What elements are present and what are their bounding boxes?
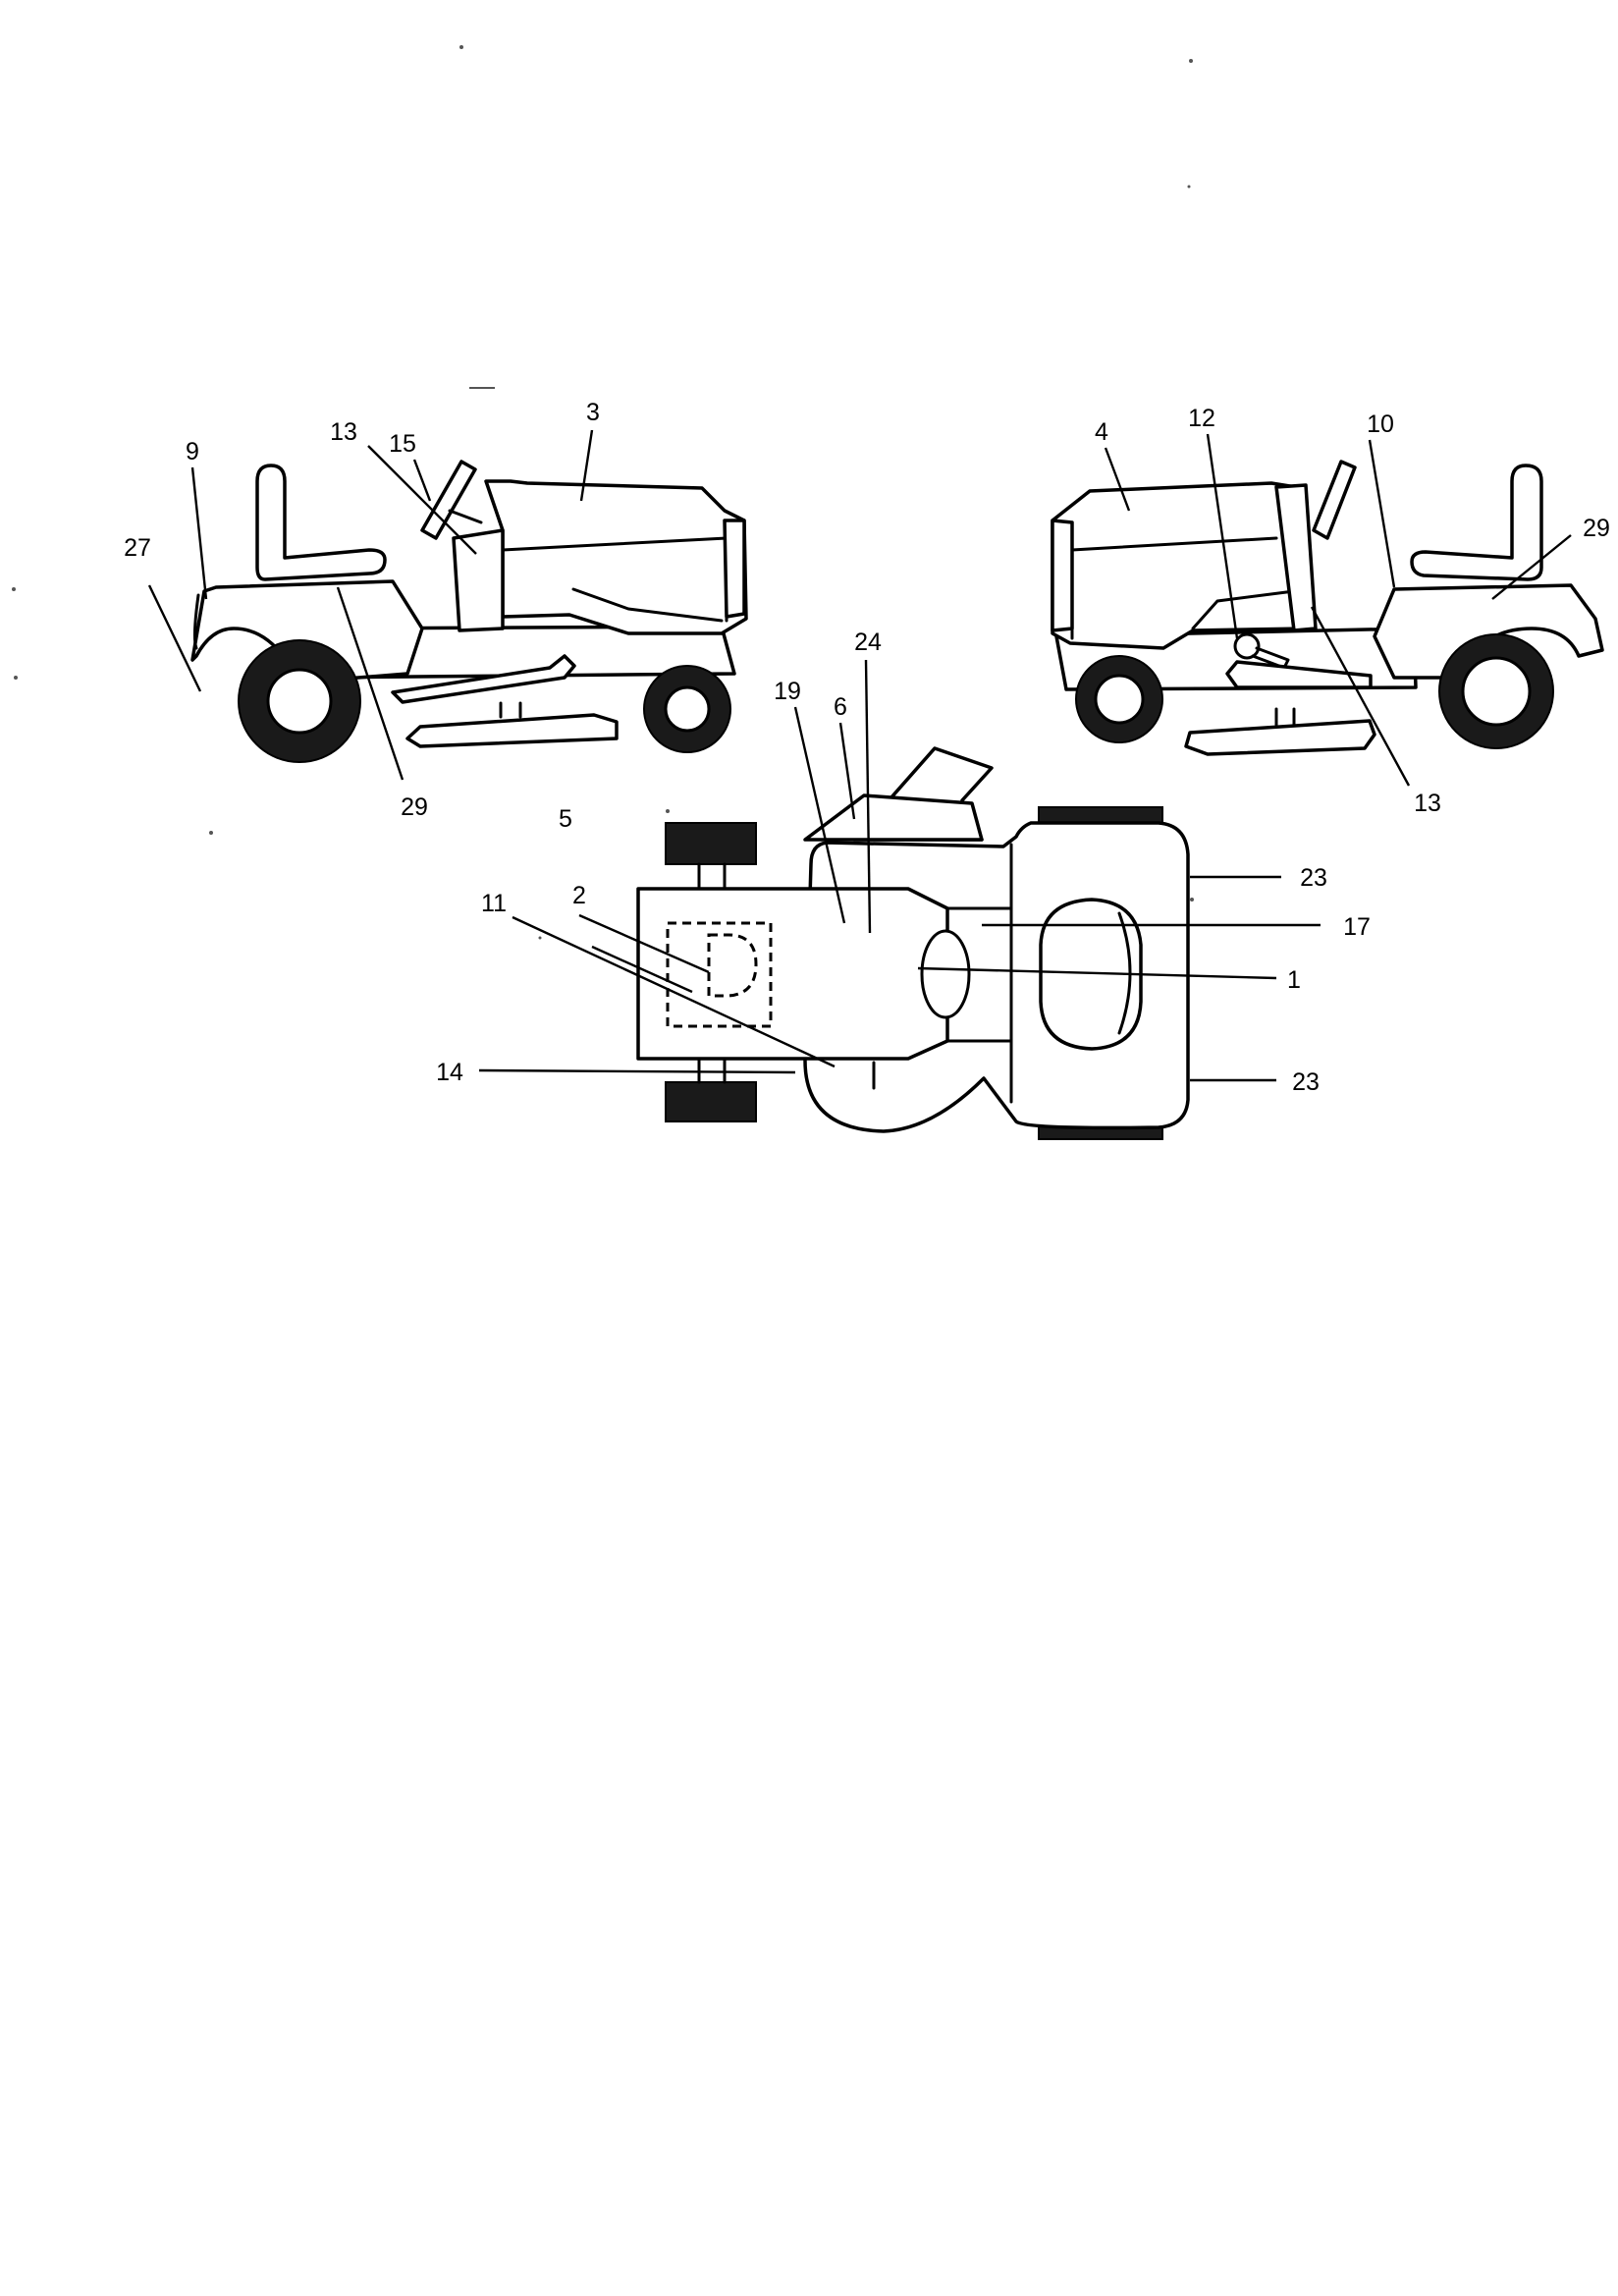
steering-top: [920, 929, 971, 1019]
footrest: [391, 654, 576, 704]
callout-2: 2: [572, 882, 586, 909]
callout-3: 3: [586, 399, 600, 426]
dash: [452, 528, 505, 632]
steering-wheel: [1312, 460, 1357, 540]
callout-23-bottom: 23: [1292, 1068, 1320, 1096]
mower-deck: [1184, 719, 1376, 756]
tractor-right-side-view: [1051, 460, 1604, 756]
hood: [484, 479, 748, 635]
tractor-left-side-view: [190, 460, 748, 763]
callout-1: 1: [1287, 966, 1301, 994]
callout-12: 12: [1188, 405, 1215, 432]
callout-5: 5: [559, 805, 572, 833]
rear-wheel-top: [1038, 806, 1163, 824]
callout-27: 27: [124, 534, 151, 562]
front-wheel-top: [665, 822, 757, 865]
callout-24: 24: [854, 629, 882, 656]
callout-14: 14: [436, 1059, 463, 1086]
callout-23: 23: [1300, 864, 1327, 892]
callout-13: 13: [1414, 790, 1441, 817]
callout-6: 6: [834, 693, 847, 721]
mower-deck: [405, 713, 619, 748]
steering-wheel: [420, 460, 477, 540]
lever-knob: [1233, 632, 1261, 660]
callout-4: 4: [1095, 418, 1108, 446]
callout-17: 17: [1343, 913, 1371, 941]
tractor-top-view: [636, 746, 1190, 1140]
hood-top: [636, 887, 949, 1061]
front-wheel-bottom: [665, 1081, 757, 1122]
engine-outline: [666, 921, 773, 1028]
callout-labels: 3 13 15 9 27 29 4 12 10 29 13 24 19 6 5 …: [124, 399, 1610, 1096]
callout-11: 11: [481, 890, 507, 917]
callout-13: 13: [330, 418, 357, 446]
seat: [1410, 464, 1543, 581]
dash: [1274, 483, 1318, 632]
callout-29: 29: [401, 793, 428, 821]
callout-29: 29: [1583, 515, 1610, 542]
leader-lines: [147, 429, 1572, 1082]
callout-15: 15: [389, 430, 416, 458]
seat: [255, 464, 387, 581]
callout-10: 10: [1367, 410, 1394, 438]
callout-9: 9: [186, 438, 199, 465]
callout-19: 19: [774, 678, 801, 705]
footrest: [1225, 660, 1373, 689]
hood: [1051, 481, 1308, 650]
